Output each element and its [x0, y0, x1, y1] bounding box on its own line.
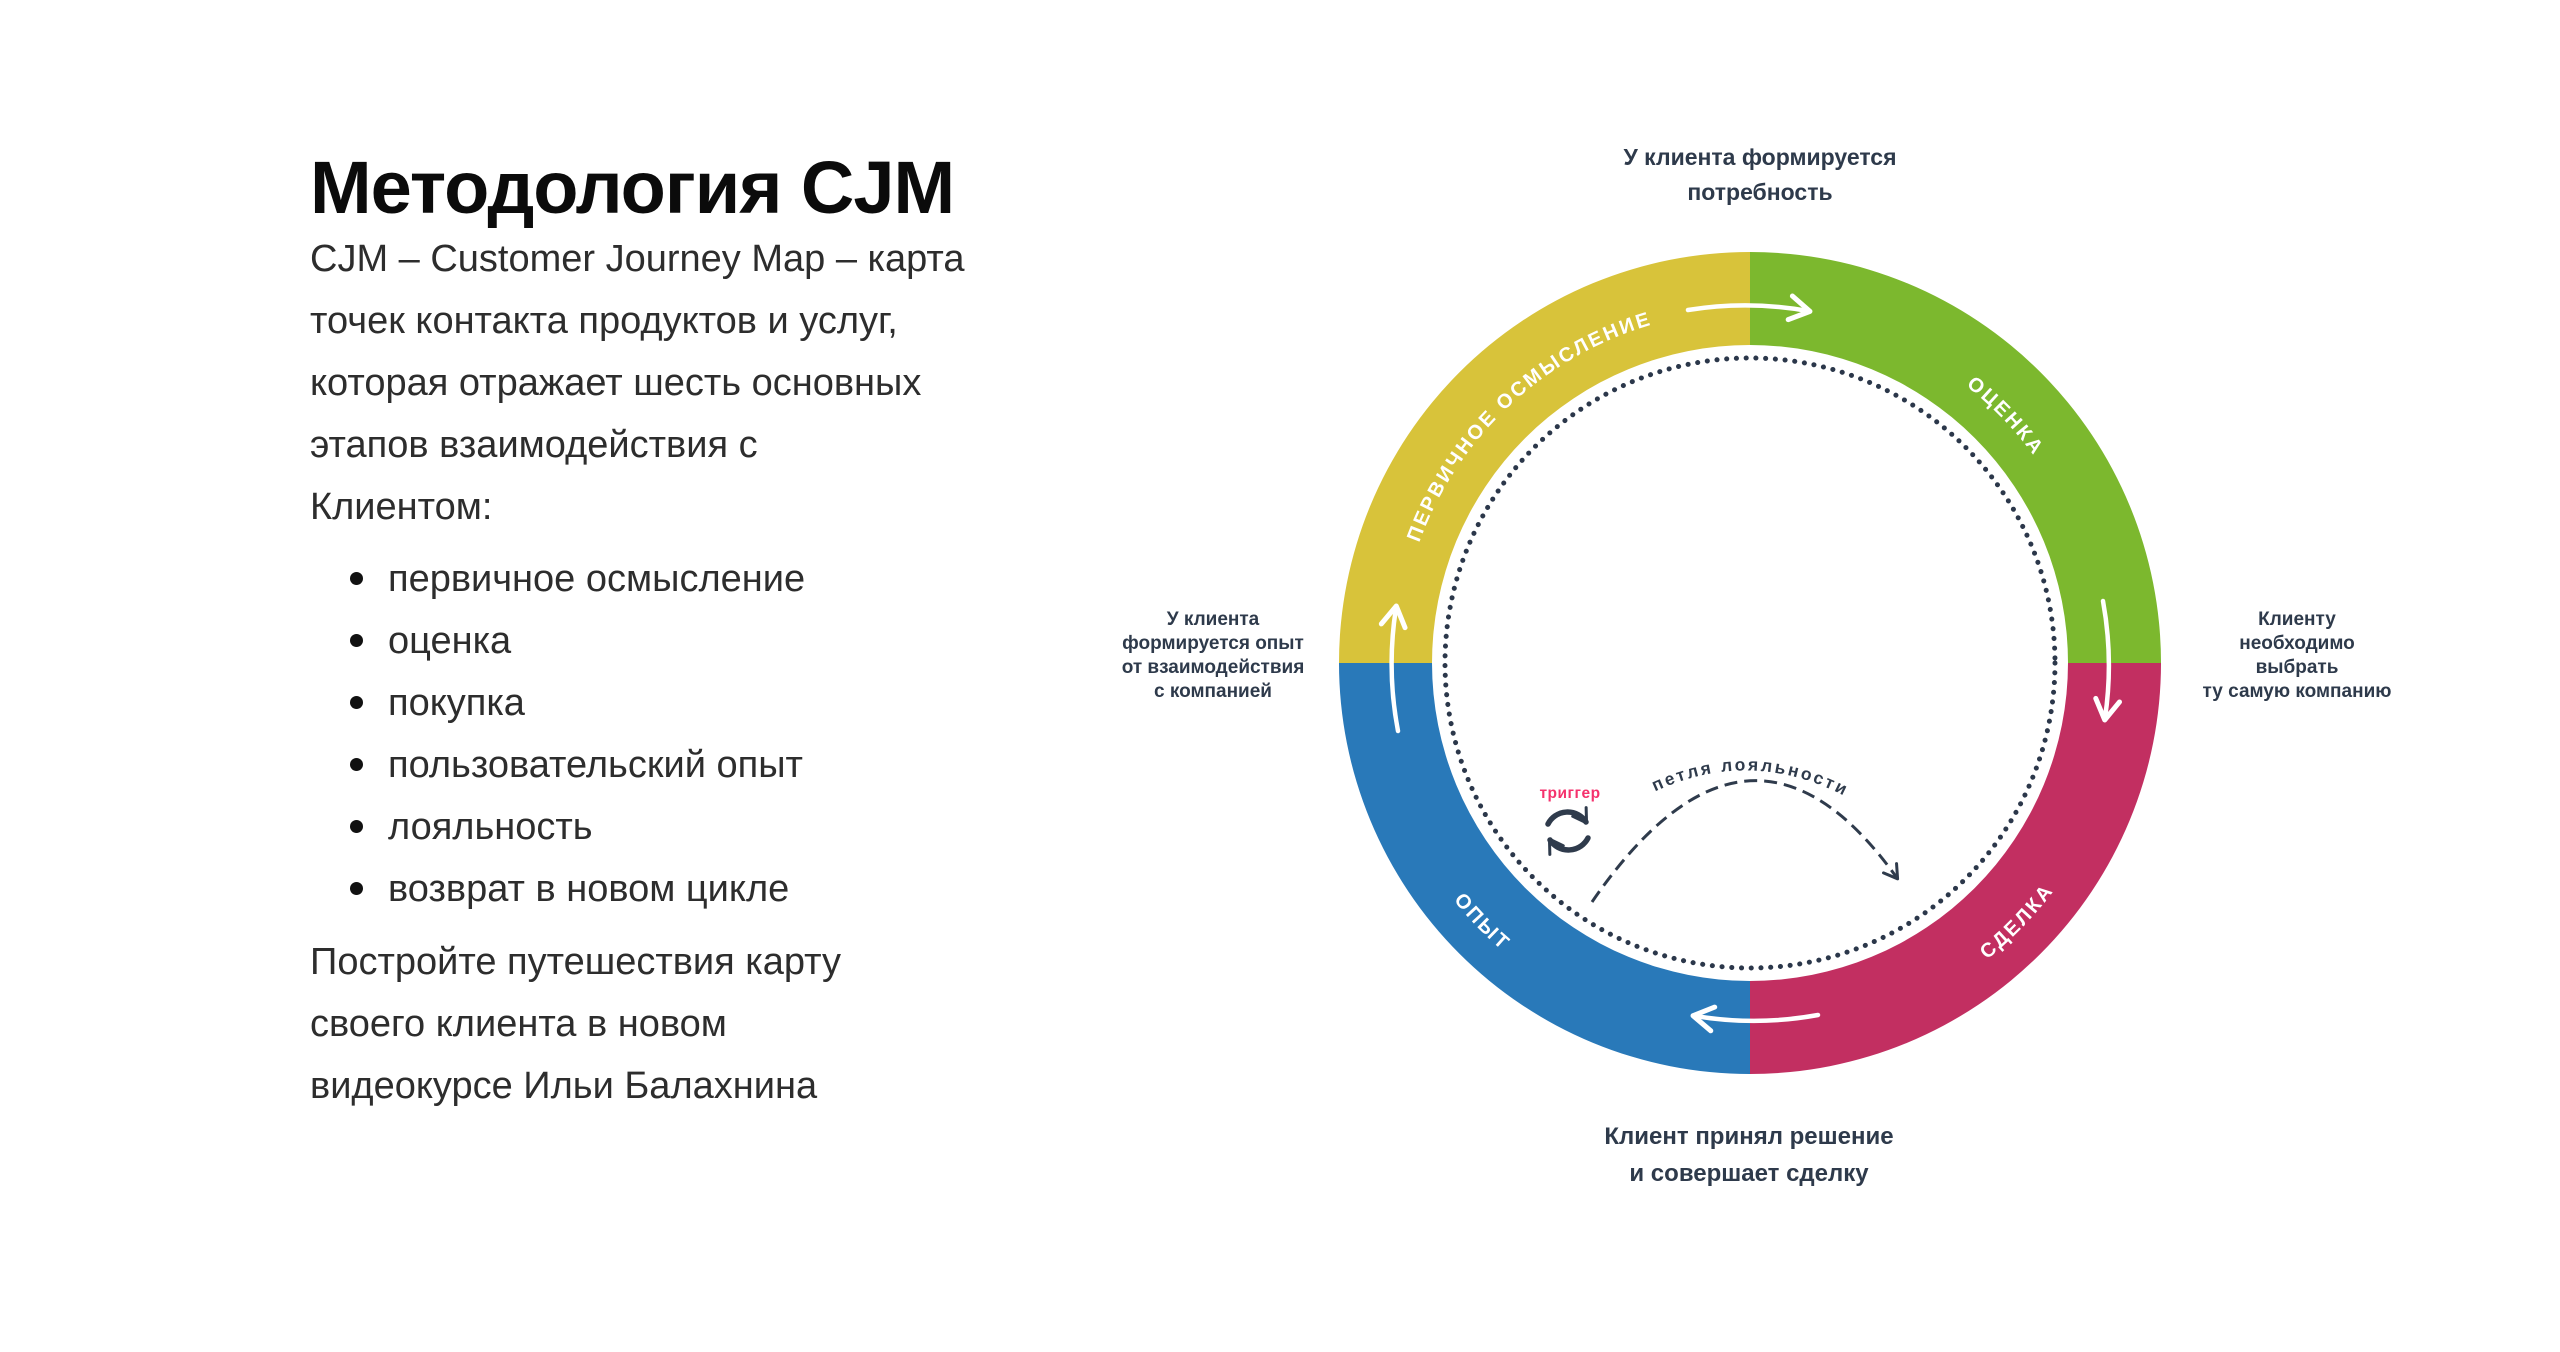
list-item: возврат в новом цикле — [310, 858, 805, 920]
flow-arrow-bottom — [1690, 1004, 1821, 1034]
annotation-top: У клиента формируется потребность — [1623, 140, 1896, 210]
annotation-line: У клиента — [1166, 609, 1260, 630]
page-title: Методология CJM — [310, 145, 955, 229]
outro-paragraph: Постройте путешествия карту своего клиен… — [310, 931, 841, 1117]
intro-line: которая отражает шесть основных — [310, 362, 922, 404]
outro-line: своего клиента в новом — [310, 1003, 727, 1045]
intro-line: этапов взаимодействия с — [310, 424, 758, 466]
intro-line: CJM – Customer Journey Map – карта — [310, 238, 965, 280]
cycle-icon — [1545, 806, 1591, 856]
flow-arrow-right — [2093, 598, 2123, 723]
annotation-line: У клиента формируется — [1623, 144, 1897, 170]
loyalty-loop-label: петля лояльности — [1649, 754, 1853, 800]
flow-arrow-top — [1685, 293, 1813, 323]
list-item: оценка — [310, 610, 805, 672]
annotation-line: от взаимодействия — [1121, 657, 1305, 678]
annotation-line: выбрать — [2255, 657, 2339, 678]
loyalty-loop-arc — [1590, 779, 1900, 903]
trigger-label: триггер — [1539, 785, 1600, 802]
annotation-right: Клиенту необходимо выбрать ту самую комп… — [2203, 608, 2392, 704]
stages-list: первичное осмысление оценка покупка поль… — [310, 548, 805, 920]
list-item: лояльность — [310, 796, 805, 858]
flow-arrow-left — [1378, 603, 1408, 734]
annotation-line: с компанией — [1154, 681, 1272, 702]
intro-paragraph: CJM – Customer Journey Map – карта точек… — [310, 228, 965, 538]
annotation-line: и совершает сделку — [1629, 1160, 1869, 1187]
segment-arc-primary-comprehension — [1339, 252, 1750, 663]
annotation-line: Клиент принял решение — [1604, 1123, 1894, 1150]
annotation-bottom: Клиент принял решение и совершает сделку — [1604, 1118, 1893, 1192]
annotation-line: потребность — [1687, 179, 1833, 205]
segment-arc-deal — [1750, 663, 2161, 1074]
segment-arc-evaluation — [1750, 252, 2161, 663]
annotation-line: необходимо — [2239, 633, 2355, 654]
annotation-line: Клиенту — [2258, 609, 2336, 630]
annotation-line: ту самую компанию — [2202, 681, 2392, 702]
intro-line: Клиентом: — [310, 486, 493, 528]
annotation-left: У клиента формируется опыт от взаимодейс… — [1122, 608, 1305, 704]
list-item: первичное осмысление — [310, 548, 805, 610]
annotation-line: формируется опыт — [1122, 633, 1304, 654]
outro-line: видеокурсе Ильи Балахнина — [310, 1065, 818, 1107]
dotted-inner-circle — [1442, 355, 2058, 971]
list-item: пользовательский опыт — [310, 734, 805, 796]
segment-arc-experience — [1339, 663, 1750, 1074]
list-item: покупка — [310, 672, 805, 734]
outro-line: Постройте путешествия карту — [310, 941, 841, 983]
intro-line: точек контакта продуктов и услуг, — [310, 300, 898, 342]
